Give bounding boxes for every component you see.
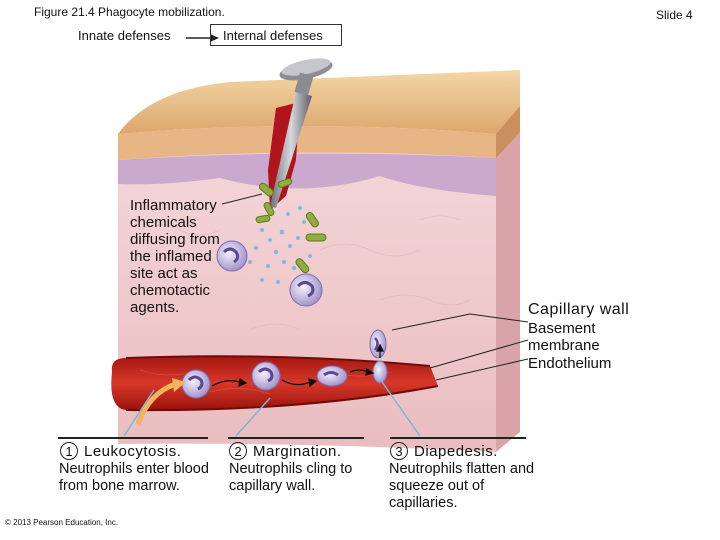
step-pointer-lines <box>123 381 421 437</box>
step-3-heading: 3 Diapedesis. <box>390 442 498 460</box>
step-2-rule <box>228 437 364 439</box>
blood-vessel <box>111 343 439 425</box>
neutrophils-in-tissue <box>216 240 387 359</box>
breadcrumb-arrow-icon <box>186 34 219 42</box>
step-3-rule <box>390 437 526 439</box>
breadcrumb: Innate defenses Internal defenses <box>68 24 344 48</box>
step-1-heading: 1 Leukocytosis. <box>60 442 181 460</box>
breadcrumb-active-frame <box>210 24 342 46</box>
slide-number: Slide 4 <box>656 8 693 22</box>
step-1-rule <box>58 437 208 439</box>
breadcrumb-item-internal: Internal defenses <box>223 28 323 43</box>
figure-title: Figure 21.4 Phagocyte mobilization. <box>34 5 225 19</box>
step-2-heading: 2 Margination. <box>229 442 342 460</box>
step-3-number: 3 <box>390 442 408 460</box>
step-1-description: Neutrophils enter blood from bone marrow… <box>59 461 209 494</box>
step-2-description: Neutrophils cling to capillary wall. <box>229 461 353 494</box>
label-inflammatory-chemicals: Inflammatory chemicals diffusing from th… <box>130 197 220 316</box>
label-capillary-wall: Capillary wall <box>528 301 630 318</box>
step-2-number: 2 <box>229 442 247 460</box>
step-3-title: Diapedesis. <box>414 442 498 460</box>
step-1-number: 1 <box>60 442 78 460</box>
label-endothelium: Endothelium <box>528 355 612 372</box>
nail-icon <box>270 58 333 208</box>
label-basement-membrane: Basement membrane <box>528 320 600 354</box>
bacteria-group <box>255 178 327 274</box>
leader-lines <box>221 193 529 381</box>
step-1-title: Leukocytosis. <box>84 442 182 460</box>
breadcrumb-item-innate: Innate defenses <box>78 28 171 43</box>
step-2-title: Margination. <box>253 442 342 460</box>
chemical-dots <box>248 206 312 284</box>
copyright-notice: © 2013 Pearson Education, Inc. <box>5 518 119 527</box>
step-3-description: Neutrophils flatten and squeeze out of c… <box>389 461 535 511</box>
